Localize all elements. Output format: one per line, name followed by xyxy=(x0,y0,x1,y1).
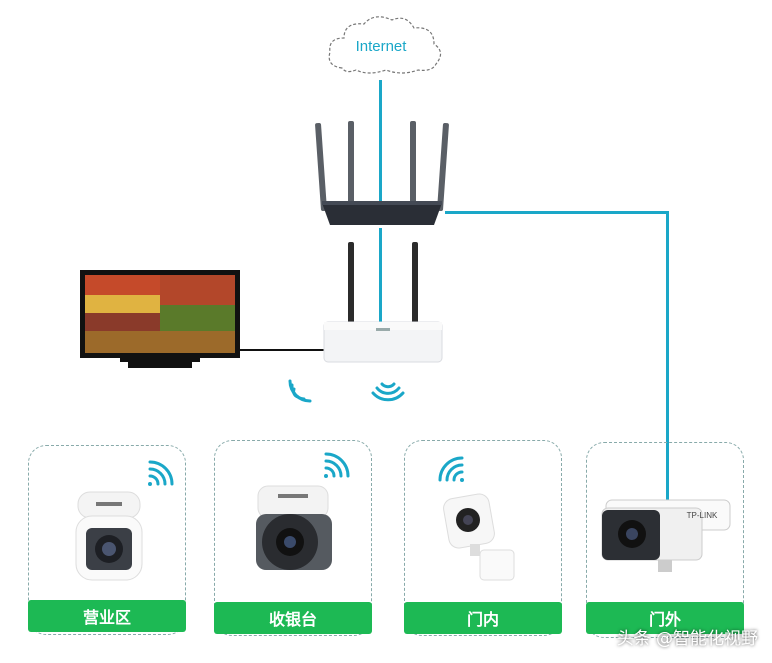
pan-tilt-camera-icon xyxy=(75,491,143,581)
wifi-signal-icon xyxy=(288,379,312,403)
wifi-signal-icon xyxy=(148,460,174,486)
bullet-camera-icon: TP-LINK xyxy=(601,499,731,572)
watermark: 头条 @智能化视野 xyxy=(616,629,758,649)
device-label-sales-area: 营业区 xyxy=(28,600,186,632)
wifi-signal-icon xyxy=(324,452,350,478)
device-card-indoor-door xyxy=(404,440,562,636)
router-outdoor-cable-v xyxy=(666,211,669,507)
monitor-tv-icon xyxy=(80,270,240,368)
wifi-signal-icon xyxy=(371,382,405,402)
device-label-indoor-door: 门内 xyxy=(404,602,562,634)
wifi-signal-icon xyxy=(438,456,464,482)
internet-uplink-cable xyxy=(379,80,382,210)
device-label-outdoor-door: 门外 xyxy=(586,602,744,634)
device-card-outdoor-door xyxy=(586,442,744,638)
nvr-tv-cable xyxy=(238,349,324,351)
device-card-cashier xyxy=(214,440,372,636)
router-icon xyxy=(315,121,449,225)
internet-cloud-icon xyxy=(328,16,442,74)
nvr-icon xyxy=(323,242,443,363)
router-nvr-cable xyxy=(379,228,382,326)
device-label-cashier: 收银台 xyxy=(214,602,372,634)
device-card-sales-area xyxy=(28,445,186,635)
router-outdoor-cable-h xyxy=(445,211,669,214)
internet-label: Internet xyxy=(355,38,407,55)
camera-brand-label: TP-LINK xyxy=(687,511,718,520)
pan-tilt-camera-icon xyxy=(256,485,332,570)
indoor-cube-camera-icon xyxy=(443,493,515,581)
